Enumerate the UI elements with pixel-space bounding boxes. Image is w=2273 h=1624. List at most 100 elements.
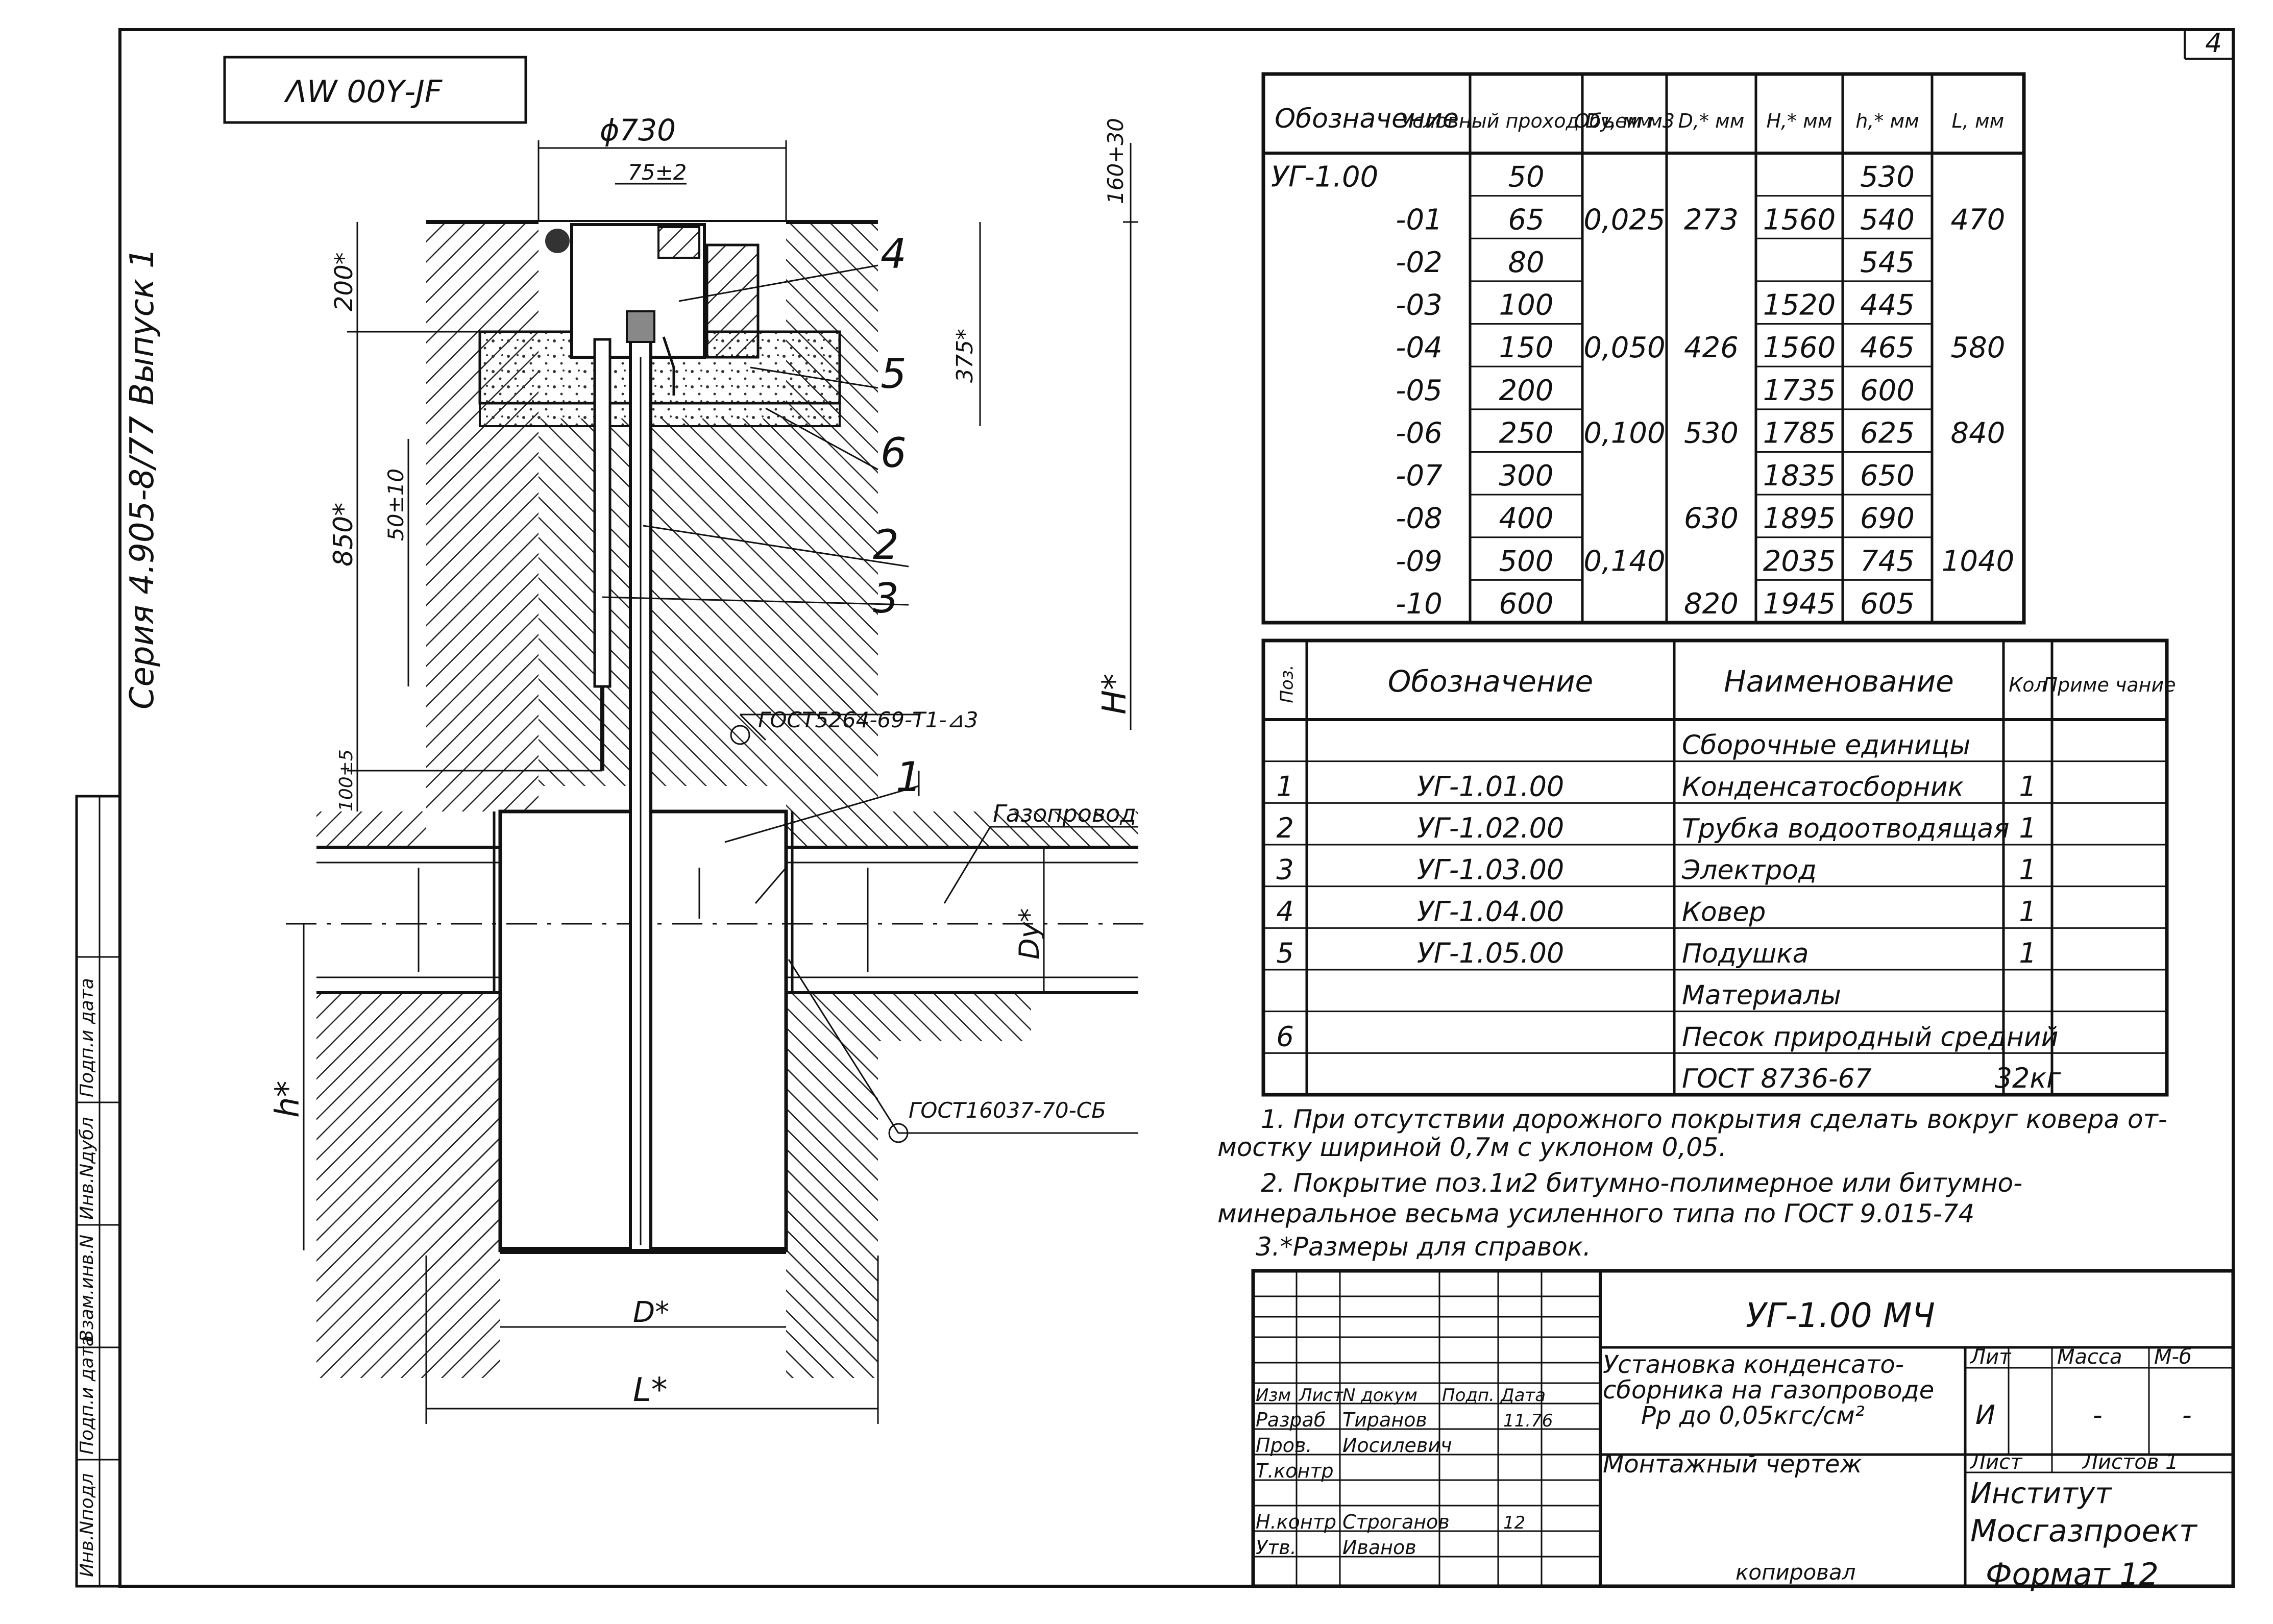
table-cell: 1: [1276, 770, 1293, 802]
table-cell: 0,025: [1583, 203, 1665, 236]
table-cell: 545: [1860, 246, 1915, 279]
table-cell: 1: [2019, 812, 2036, 844]
table-cell: 540: [1860, 203, 1915, 236]
table-cell: 690: [1860, 502, 1915, 535]
org-line: Мосгазпроект: [1970, 1513, 2198, 1549]
table-cell: 0,140: [1583, 545, 1665, 578]
table-cell: 32кг: [1995, 1062, 2061, 1094]
dim-75: 75±2: [628, 160, 687, 185]
dim-50: 50±10: [383, 469, 408, 541]
weld-note-2: ГОСТ16037-70-СБ: [909, 1098, 1106, 1123]
table-cell: 2035: [1763, 545, 1836, 578]
table-cell: 530: [1860, 161, 1915, 194]
table-cell: 65: [1508, 203, 1544, 236]
table-cell: УГ-1.04.00: [1417, 895, 1565, 927]
copied-label: копировал: [1736, 1560, 1856, 1585]
title-block-header: Подп.: [1442, 1385, 1495, 1406]
gas-pipe-label: Газопровод: [993, 800, 1136, 827]
spec-table-rowlines: [1263, 760, 2167, 1054]
dim-h: h*: [269, 1080, 307, 1118]
side-strip-label: Инв.Nподл: [77, 1473, 97, 1577]
note-line: 2. Покрытие поз.1и2 битумно-полимерное и…: [1261, 1168, 2022, 1198]
dim-160: 160+30: [1103, 118, 1128, 204]
table-cell: 1: [2019, 770, 2036, 802]
table-cell: 1560: [1763, 331, 1836, 364]
title-block-rowlines: [1253, 1295, 1600, 1558]
dim-100: 100±5: [336, 749, 357, 811]
table-cell: -03: [1396, 289, 1442, 322]
title-block-role: Утв.: [1256, 1536, 1297, 1559]
table-cell: 1040: [1942, 545, 2015, 578]
table-cell: 1895: [1763, 502, 1836, 535]
table-header: Поз.: [1277, 665, 1298, 703]
dim-200: 200*: [330, 252, 358, 311]
table-cell: Трубка водоотводящая: [1682, 814, 2010, 844]
table-cell: -07: [1396, 459, 1443, 493]
table-cell: -08: [1396, 502, 1442, 535]
mass-label: Масса: [2057, 1345, 2122, 1369]
table-cell: 1520: [1763, 289, 1836, 322]
table-header: Объем м3: [1574, 110, 1675, 132]
table-cell: 1: [2019, 895, 2036, 927]
side-strip-label: Взам.инв.N: [77, 1235, 97, 1342]
table-cell: -04: [1396, 331, 1442, 364]
note-line: 1. При отсутствии дорожного покрытия сде…: [1261, 1104, 2167, 1134]
dim-H: H*: [1096, 674, 1134, 715]
series-label: Серия 4.905-8/77 Выпуск 1: [124, 248, 161, 709]
title-block-header: Дата: [1500, 1385, 1546, 1406]
table-cell: -05: [1396, 374, 1442, 407]
table-cell: 250: [1499, 416, 1554, 450]
scale-label: М-б: [2154, 1345, 2192, 1369]
table-cell: 600: [1499, 587, 1554, 621]
title-block-header: N докум: [1342, 1385, 1417, 1406]
table-cell: 580: [1951, 331, 2006, 364]
table-header: Наименование: [1724, 664, 1954, 699]
table-cell: 470: [1951, 203, 2006, 236]
title-block-person: Тиранов: [1342, 1409, 1427, 1431]
table-cell: 820: [1684, 587, 1739, 621]
lit-value: И: [1975, 1400, 1995, 1431]
table-cell: 426: [1684, 331, 1739, 364]
section-drawing: ϕ730 75±2 160+30 200* 375* 850* 50±10 10…: [269, 113, 1154, 1424]
table-cell: УГ-1.02.00: [1417, 812, 1565, 844]
table-cell: 650: [1860, 459, 1915, 493]
side-strip: Инв.Nподл Подп.и дата Взам.инв.N Инв.Nду…: [77, 978, 97, 1577]
table-header: Кол: [2009, 674, 2047, 696]
title-block-role: Н.контр: [1256, 1511, 1336, 1533]
table-cell: 745: [1860, 545, 1915, 578]
note-line: минеральное весьма усиленного типа по ГО…: [1217, 1199, 1974, 1228]
table-cell: 465: [1860, 331, 1915, 364]
table-cell: 445: [1860, 289, 1915, 322]
title-block-role: Т.контр: [1256, 1460, 1334, 1482]
format-label: Формат 12: [1986, 1557, 2159, 1592]
table-cell: УГ-1.00: [1271, 161, 1378, 194]
dim-d730: ϕ730: [600, 113, 676, 147]
table-cell: Конденсатосборник: [1682, 772, 1964, 802]
doc-name-line: Рр до 0,05кгс/см²: [1641, 1401, 1865, 1430]
lit-label: Лит: [1969, 1345, 2012, 1369]
title-block-person: Иосилевич: [1342, 1434, 1452, 1457]
table-header: Условный проход Dy, мм: [1401, 110, 1652, 132]
table-header: L, мм: [1952, 110, 2005, 132]
sheet-frame: [75, 28, 2235, 1588]
table-cell: 500: [1499, 545, 1554, 578]
title-block-header: Изм: [1256, 1385, 1291, 1406]
table-cell: 625: [1860, 416, 1915, 450]
table-cell: 605: [1860, 587, 1915, 621]
table-header: Приме чание: [2043, 674, 2176, 696]
table-cell: Материалы: [1682, 980, 1841, 1011]
mass-value: -: [2093, 1400, 2103, 1431]
title-block-person: Иванов: [1342, 1536, 1416, 1559]
dim-Dy: Dy*: [1013, 908, 1045, 959]
table-cell: Сборочные единицы: [1682, 730, 1970, 761]
table-cell: 200: [1499, 374, 1554, 407]
org-line: Институт: [1970, 1477, 2112, 1510]
table-cell: 1835: [1763, 459, 1836, 493]
table-cell: ГОСТ 8736-67: [1682, 1064, 1872, 1094]
table-cell: Подушка: [1682, 939, 1809, 969]
title-block-date: 12: [1503, 1513, 1525, 1533]
sheet-label: Лист: [1969, 1450, 2023, 1474]
dim-375: 375*: [952, 329, 978, 383]
side-strip-label: Подп.и дата: [77, 1335, 97, 1455]
